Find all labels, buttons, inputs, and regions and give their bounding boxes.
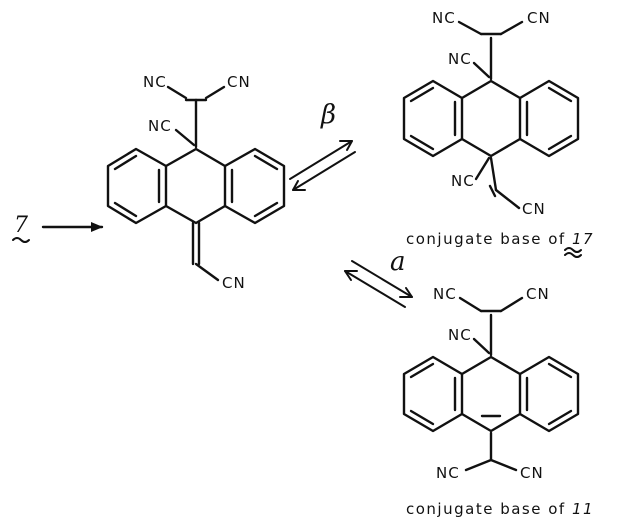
- central-cn-bottom: CN: [222, 274, 246, 292]
- bottom-cn-upper: CN: [526, 285, 550, 303]
- bottom-cn-lower: CN: [520, 464, 544, 482]
- beta-label: β: [320, 100, 336, 130]
- bond: [547, 134, 573, 151]
- top-nc-upper: NC: [432, 9, 456, 27]
- bottom-nc-c9: NC: [448, 326, 472, 344]
- bond: [547, 362, 573, 379]
- caption-bottom: conjugate base of 11: [406, 500, 594, 518]
- equilibrium-beta: β: [289, 100, 356, 191]
- bond: [113, 201, 138, 218]
- bond: [194, 262, 220, 282]
- bond: [409, 362, 435, 379]
- bond: [174, 128, 196, 147]
- bottom-nc-lower: NC: [436, 464, 460, 482]
- caption-bottom-text: conjugate base of: [406, 500, 572, 518]
- start-compound: 7: [12, 213, 30, 243]
- caption-top-number: 17: [572, 230, 594, 248]
- alpha-forward-arrow: [351, 260, 413, 298]
- bottom-right-ring: [518, 355, 580, 433]
- caption-top-tilde: [564, 247, 582, 258]
- top-cn-lower: CN: [522, 200, 546, 218]
- arrow-barb: [399, 287, 413, 298]
- central-cn-top: CN: [227, 73, 251, 91]
- start-compound-number: 7: [14, 213, 28, 238]
- bond: [499, 20, 524, 36]
- right-ring: [223, 147, 286, 225]
- central-nc-c9: NC: [148, 117, 172, 135]
- equilibrium-alpha: a: [344, 247, 413, 308]
- bond: [166, 85, 188, 100]
- bottom-left-ring: [402, 355, 464, 433]
- bond: [113, 154, 138, 171]
- central-molecule: NC CN NC CN: [106, 73, 286, 292]
- alpha-label: a: [390, 247, 406, 277]
- left-ring: [106, 147, 168, 225]
- product-top: NC CN NC NC CN: [402, 9, 580, 218]
- bond: [547, 86, 573, 103]
- top-cn-upper: CN: [527, 9, 551, 27]
- bond: [458, 296, 483, 313]
- bond: [474, 156, 491, 181]
- bond: [472, 61, 491, 79]
- bottom-central-ring: [460, 355, 522, 433]
- arrow-barb: [339, 140, 353, 151]
- underline-tilde: [12, 237, 30, 243]
- bond: [464, 458, 493, 472]
- top-nc-c10: NC: [451, 172, 475, 190]
- beta-forward-arrow: [289, 140, 353, 180]
- bond: [489, 156, 498, 192]
- top-central-ring: [460, 79, 522, 158]
- bond: [499, 296, 524, 313]
- beta-reverse-arrow: [292, 151, 356, 191]
- arrow-barb: [292, 180, 306, 191]
- bond: [253, 154, 279, 171]
- top-left-ring: [402, 79, 464, 158]
- central-nc-top: NC: [143, 73, 167, 91]
- top-right-ring: [518, 79, 580, 158]
- bond: [253, 201, 279, 218]
- alpha-reverse-arrow: [344, 270, 406, 308]
- caption-bottom-number: 11: [572, 500, 594, 518]
- caption-top: conjugate base of 17: [406, 230, 594, 248]
- bond: [204, 85, 226, 100]
- bond: [409, 86, 435, 103]
- bond: [489, 458, 518, 472]
- bond: [409, 134, 435, 151]
- bottom-nc-upper: NC: [433, 285, 457, 303]
- bond: [472, 337, 491, 355]
- bond: [457, 20, 483, 36]
- top-nc-c9: NC: [448, 50, 472, 68]
- bond: [409, 409, 435, 426]
- bond: [494, 188, 521, 210]
- caption-top-text: conjugate base of: [406, 230, 572, 248]
- carbanion-mark: [488, 184, 497, 198]
- bond: [547, 409, 573, 426]
- product-bottom: NC CN NC NC CN: [402, 285, 580, 482]
- central-ring: [164, 147, 227, 225]
- arrow-barb: [344, 270, 358, 281]
